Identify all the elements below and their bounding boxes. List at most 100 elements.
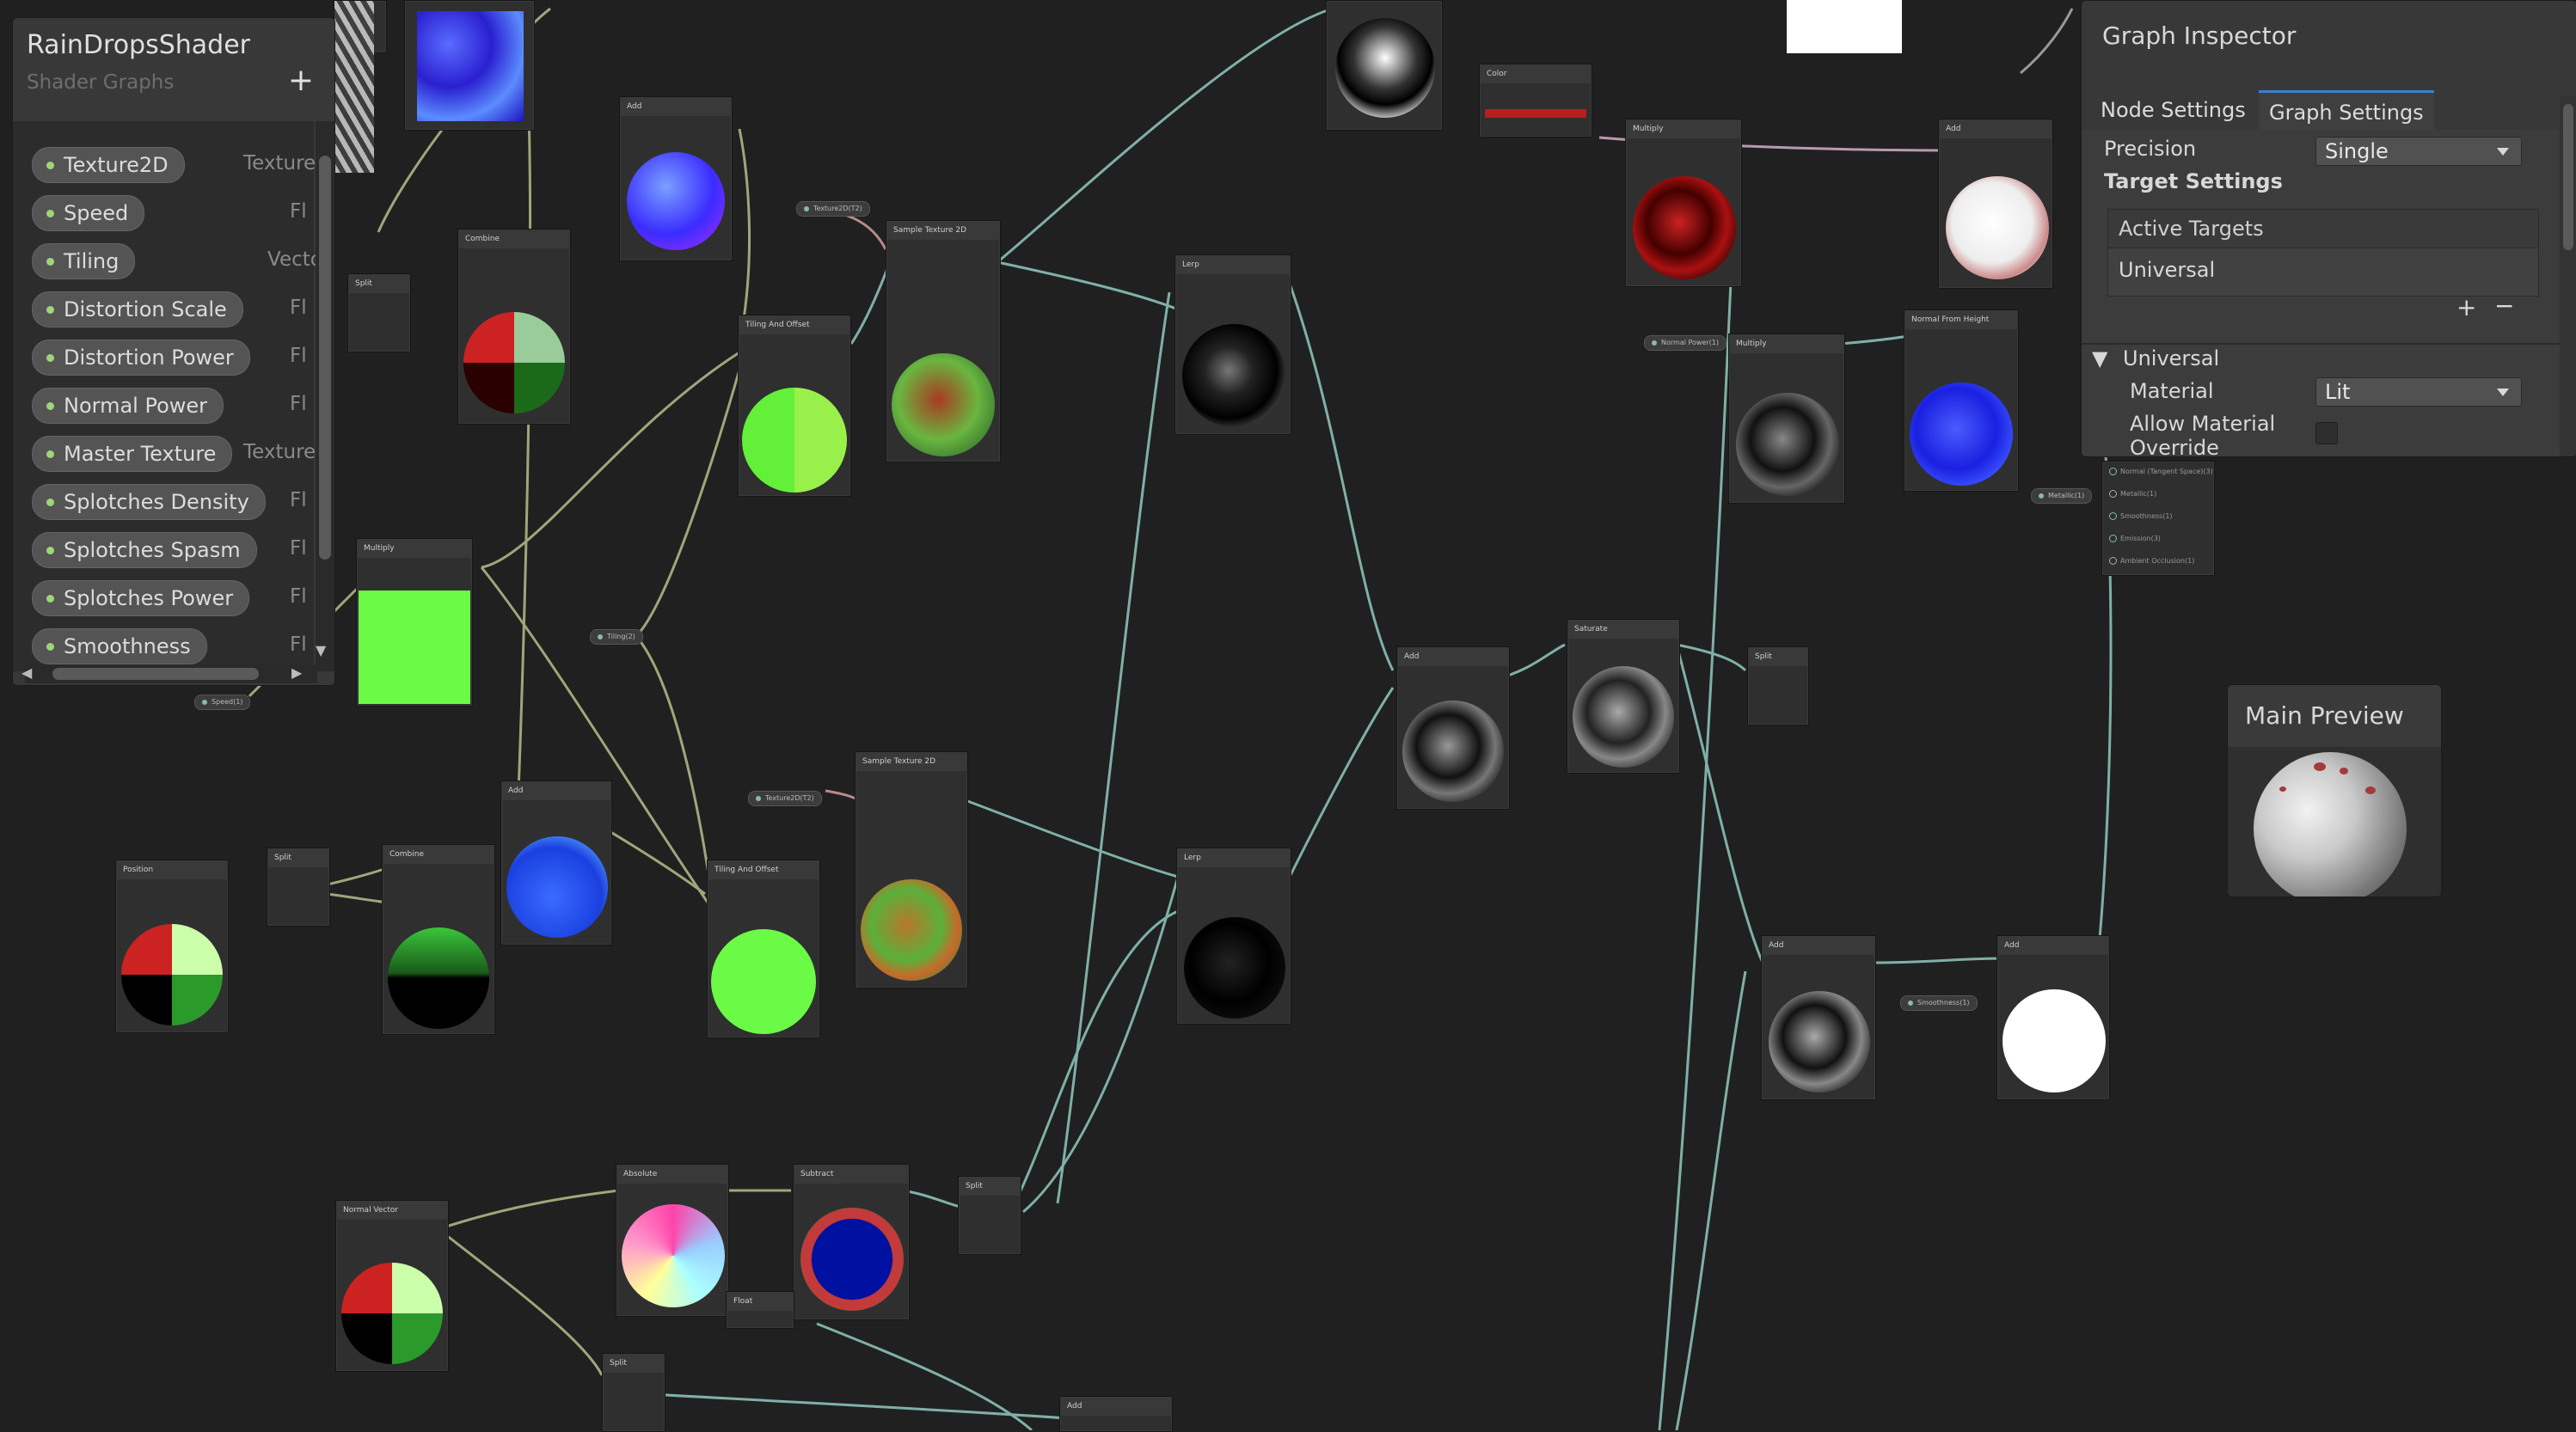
master-port-emission[interactable]: Emission(3): [2102, 532, 2168, 546]
property-chip-speed[interactable]: Speed(1): [194, 695, 251, 710]
property-pill[interactable]: Splotches Density: [32, 484, 266, 520]
master-port-metallic[interactable]: Metallic(1): [2102, 487, 2163, 501]
property-chip-smoothness[interactable]: Smoothness(1): [1900, 995, 1978, 1011]
master-port-normal[interactable]: Normal (Tangent Space)(3): [2102, 465, 2220, 479]
property-chip-tiling[interactable]: Tiling(2): [590, 629, 643, 645]
node-add-6[interactable]: Add: [1059, 1396, 1173, 1432]
blackboard-panel[interactable]: RainDropsShader Shader Graphs + Texture2…: [12, 17, 335, 686]
collapse-icon[interactable]: ▼: [2092, 346, 2108, 370]
property-row[interactable]: Splotches Density Fl: [13, 477, 314, 523]
tab-node-settings[interactable]: Node Settings: [2101, 98, 2246, 122]
master-port-ao[interactable]: Ambient Occlusion(1): [2102, 554, 2201, 568]
property-pill[interactable]: Speed: [32, 195, 145, 231]
node-sample-texture-1[interactable]: Sample Texture 2D: [886, 220, 1001, 462]
node-add-3[interactable]: Add: [1396, 646, 1510, 810]
property-pill[interactable]: Master Texture: [32, 436, 233, 472]
node-float[interactable]: Float: [726, 1291, 794, 1329]
node-tiling-offset-1[interactable]: Tiling And Offset: [738, 315, 851, 497]
remove-target-button[interactable]: −: [2494, 291, 2515, 320]
tab-graph-settings[interactable]: Graph Settings: [2259, 90, 2434, 132]
inspector-scrollbar[interactable]: [2560, 95, 2576, 456]
scroll-right-icon[interactable]: ▶: [291, 664, 303, 681]
universal-section-label[interactable]: Universal: [2123, 346, 2220, 370]
master-port-smoothness[interactable]: Smoothness(1): [2102, 510, 2180, 523]
node-title: Add: [1997, 936, 2109, 955]
node-normal-texture-preview[interactable]: [404, 0, 535, 131]
node-preview: [1910, 382, 2013, 486]
property-pill[interactable]: Splotches Spasm: [32, 532, 257, 568]
node-tiling-offset-2[interactable]: Tiling And Offset: [707, 860, 820, 1038]
active-targets-list[interactable]: Active Targets Universal: [2107, 209, 2539, 297]
node-partial-noise[interactable]: [334, 0, 387, 173]
property-chip-metallic[interactable]: Metallic(1): [2031, 488, 2093, 504]
horizontal-scrollbar[interactable]: [25, 664, 317, 683]
node-normal-from-height[interactable]: Normal From Height: [1904, 309, 2019, 492]
node-subtract[interactable]: Subtract: [793, 1164, 910, 1320]
node-split-2[interactable]: Split: [267, 848, 330, 927]
node-color[interactable]: Color: [1479, 64, 1592, 138]
property-pill[interactable]: Splotches Power: [32, 580, 250, 616]
node-sample-texture-2[interactable]: Sample Texture 2D: [855, 751, 968, 988]
node-add-1[interactable]: Add: [619, 96, 733, 261]
add-property-button[interactable]: +: [287, 63, 314, 98]
node-position[interactable]: Position: [115, 860, 229, 1033]
preview-sphere[interactable]: [2254, 752, 2407, 897]
vertical-scrollbar[interactable]: [316, 121, 334, 671]
precision-dropdown[interactable]: Single: [2315, 137, 2522, 166]
scrollbar-thumb[interactable]: [52, 668, 259, 680]
node-absolute[interactable]: Absolute: [616, 1164, 729, 1317]
node-lerp-1[interactable]: Lerp: [1175, 254, 1291, 435]
node-multiply-2[interactable]: Multiply: [1728, 334, 1845, 504]
node-preview-top[interactable]: [1326, 0, 1443, 131]
property-pill[interactable]: Distortion Power: [32, 340, 250, 376]
color-swatch[interactable]: [1485, 109, 1586, 118]
node-add-5[interactable]: Add: [1996, 935, 2110, 1100]
property-pill[interactable]: Distortion Scale: [32, 291, 243, 327]
node-multiply-1[interactable]: Multiply: [356, 538, 473, 707]
node-split-1[interactable]: Split: [347, 273, 411, 352]
graph-inspector-panel[interactable]: Graph Inspector Node Settings Graph Sett…: [2081, 0, 2576, 457]
scrollbar-thumb[interactable]: [319, 156, 331, 560]
active-target-item[interactable]: Universal: [2119, 258, 2216, 282]
property-pill[interactable]: Texture2D: [32, 147, 185, 183]
node-title: Color: [1480, 64, 1592, 83]
node-add-top-right[interactable]: Add: [1938, 119, 2053, 289]
add-target-button[interactable]: +: [2456, 293, 2477, 321]
node-lerp-2[interactable]: Lerp: [1176, 848, 1291, 1025]
node-multiply-red[interactable]: Multiply: [1625, 119, 1742, 287]
scrollbar-thumb[interactable]: [2563, 104, 2573, 250]
node-saturate[interactable]: Saturate: [1567, 619, 1680, 774]
scroll-left-icon[interactable]: ◀: [21, 664, 33, 681]
scroll-down-icon[interactable]: ▼: [316, 642, 327, 658]
material-dropdown[interactable]: Lit: [2315, 377, 2522, 407]
allow-override-checkbox[interactable]: [2315, 422, 2338, 444]
property-type: Fl: [290, 489, 307, 511]
node-split-3[interactable]: Split: [1747, 646, 1809, 725]
master-stack-fragment[interactable]: Normal (Tangent Space)(3) Metallic(1) Sm…: [2101, 461, 2215, 576]
node-combine-1[interactable]: Combine: [457, 229, 571, 425]
property-chip-texture-2[interactable]: Texture2D(T2): [748, 791, 822, 806]
main-preview-panel[interactable]: Main Preview: [2227, 684, 2442, 897]
node-normal-vector[interactable]: Normal Vector: [335, 1200, 449, 1372]
node-add-4[interactable]: Add: [1761, 935, 1876, 1100]
property-pill[interactable]: Normal Power: [32, 388, 224, 424]
property-chip-texture[interactable]: Texture2D(T2): [796, 201, 870, 217]
node-combine-2[interactable]: Combine: [382, 844, 495, 1035]
node-split-5[interactable]: Split: [602, 1353, 665, 1432]
node-add-2[interactable]: Add: [500, 780, 612, 945]
property-pill[interactable]: Tiling: [32, 243, 136, 279]
property-chip-normal-power[interactable]: Normal Power(1): [1644, 335, 1727, 351]
node-split-4[interactable]: Split: [958, 1176, 1021, 1255]
property-pill[interactable]: Smoothness: [32, 628, 207, 664]
